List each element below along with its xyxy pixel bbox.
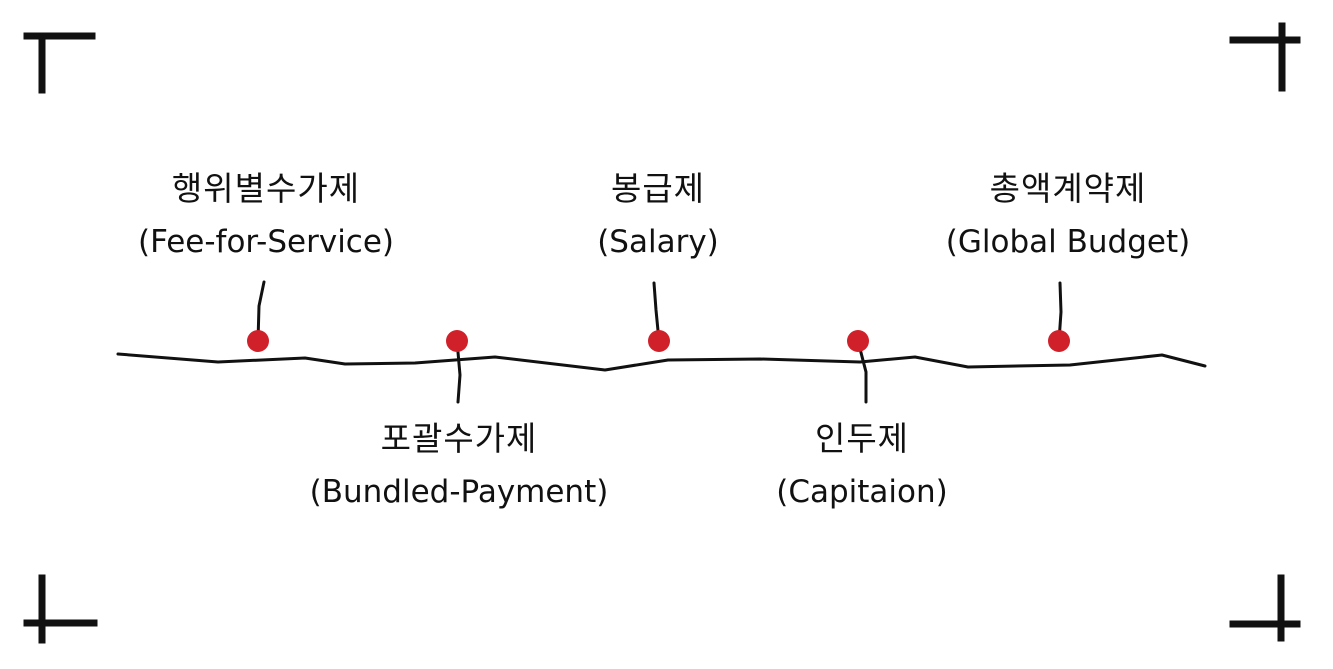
marker-bundled-payment: [446, 330, 468, 352]
label-global-budget-english: (Global Budget): [945, 224, 1191, 261]
label-salary-korean: 봉급제: [610, 169, 706, 208]
label-global-budget-korean: 총액계약제: [989, 169, 1147, 208]
connector-bundled-payment: [455, 339, 462, 404]
marker-fee-for-service: [247, 330, 269, 352]
label-salary-english: (Salary): [597, 224, 719, 261]
crop-mark-bottom-left: [23, 574, 98, 644]
marker-global-budget: [1048, 330, 1070, 352]
label-fee-for-service: 행위별수가제 (Fee-for-Service): [106, 168, 426, 262]
label-fee-for-service-korean: 행위별수가제: [171, 169, 361, 208]
label-capitation: 인두제 (Capitaion): [702, 418, 1022, 512]
marker-capitation: [847, 330, 869, 352]
label-bundled-payment: 포괄수가제 (Bundled-Payment): [299, 418, 619, 512]
label-bundled-payment-korean: 포괄수가제: [380, 419, 538, 458]
label-bundled-payment-english: (Bundled-Payment): [309, 474, 609, 511]
crop-mark-top-left: [23, 32, 96, 94]
label-salary: 봉급제 (Salary): [498, 168, 818, 262]
spectrum-line: [116, 352, 1207, 372]
crop-mark-top-right: [1229, 22, 1301, 92]
label-fee-for-service-english: (Fee-for-Service): [137, 224, 395, 261]
label-global-budget: 총액계약제 (Global Budget): [908, 168, 1228, 262]
connector-fee-for-service: [256, 280, 266, 343]
marker-salary: [648, 330, 670, 352]
label-capitation-korean: 인두제: [814, 419, 910, 458]
label-capitation-english: (Capitaion): [776, 474, 948, 511]
crop-mark-bottom-right: [1229, 574, 1301, 642]
crop-marks: [23, 22, 1301, 644]
